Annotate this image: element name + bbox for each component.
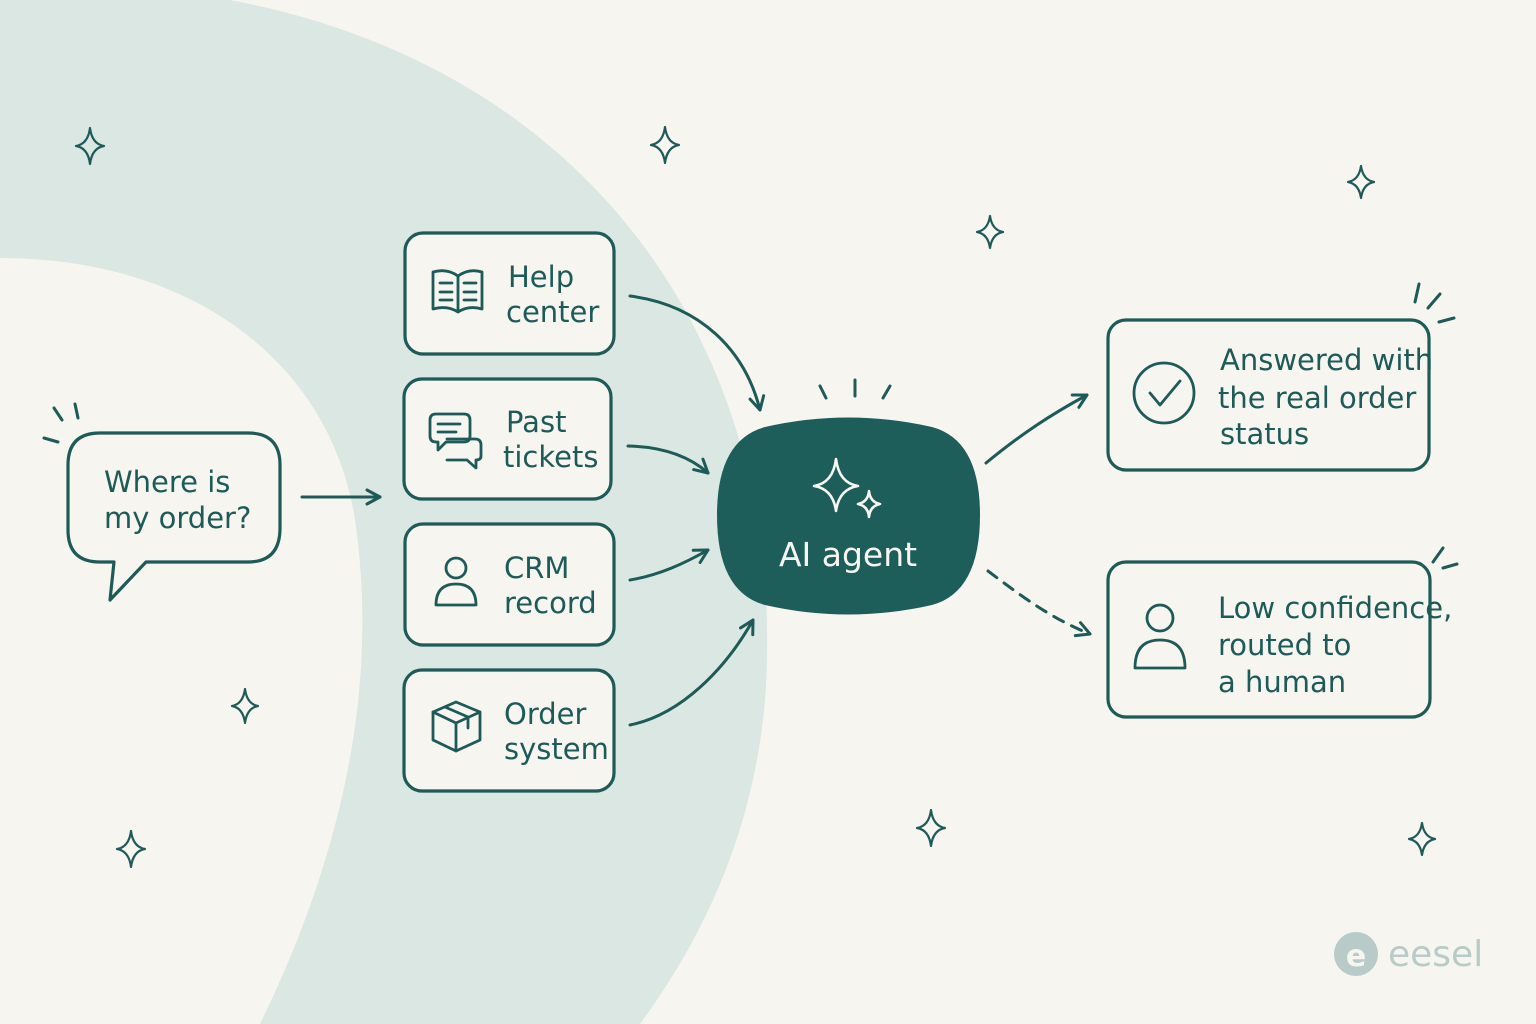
sparkle-icon <box>1407 821 1437 857</box>
question-bubble: Where is my order? <box>42 402 282 602</box>
source-box <box>403 231 616 356</box>
source-crm-record: CRM record <box>403 522 616 647</box>
arrow-order-system-to-agent <box>628 618 755 727</box>
source-box <box>402 668 616 793</box>
source-label-line-2: record <box>504 586 597 620</box>
outcome-routed-to-human: Low confidence, routed to a human <box>1106 546 1459 719</box>
arrow-past-tickets-to-agent <box>626 444 710 475</box>
eesel-logo-mark <box>1334 932 1378 976</box>
source-label-line-1: Past <box>506 405 566 439</box>
arrow-agent-to-answered <box>984 393 1089 465</box>
sparkle-icon <box>975 214 1005 250</box>
sparkle-decorations <box>74 125 1437 869</box>
sparkle-icon <box>812 457 882 519</box>
eesel-logo-letter: e <box>1346 939 1366 974</box>
outcome-connectors <box>984 393 1092 638</box>
source-label-line-2: system <box>504 732 609 766</box>
source-box <box>402 377 613 501</box>
outcome-box <box>1106 318 1431 472</box>
question-line-2: my order? <box>104 501 251 535</box>
ai-agent-node: AI agent <box>717 378 980 615</box>
outcome-line: Low confidence, <box>1218 591 1452 625</box>
source-connectors <box>626 294 766 727</box>
outcome-line: the real order <box>1218 381 1416 415</box>
agent-label: AI agent <box>779 535 917 574</box>
sparkle-icon <box>230 687 260 725</box>
source-past-tickets: Past tickets <box>402 377 613 501</box>
source-label-line-1: Help <box>508 260 574 294</box>
source-order-system: Order system <box>402 668 616 793</box>
speech-bubble-shape <box>66 431 282 602</box>
question-line-1: Where is <box>104 465 230 499</box>
source-label-line-1: Order <box>504 697 586 731</box>
outcome-box <box>1106 560 1432 719</box>
emphasis-marks <box>818 378 892 400</box>
sparkle-icon <box>74 126 106 166</box>
sparkle-icon <box>649 125 681 165</box>
outcome-answered: Answered with the real order status <box>1106 282 1456 472</box>
source-label-line-2: tickets <box>503 440 598 474</box>
emphasis-marks <box>42 402 80 444</box>
sparkle-icon <box>915 808 947 848</box>
book-icon <box>431 269 484 314</box>
check-circle-icon <box>1132 361 1196 425</box>
eesel-wordmark: eesel <box>1388 934 1483 975</box>
outcome-line: status <box>1220 417 1309 451</box>
arrow-help-center-to-agent <box>628 294 766 412</box>
eesel-logo: e eesel <box>1334 932 1483 976</box>
source-box <box>403 522 616 647</box>
agent-shape <box>717 417 980 615</box>
person-icon <box>434 556 478 607</box>
sparkle-icon <box>1346 164 1376 200</box>
outcome-line: a human <box>1218 665 1346 699</box>
person-icon <box>1133 603 1187 670</box>
outcome-line: Answered with <box>1220 343 1433 377</box>
source-label-line-2: center <box>506 295 599 329</box>
arrow-agent-to-human <box>986 569 1092 638</box>
source-label-line-1: CRM <box>504 551 569 585</box>
box-icon <box>431 700 482 753</box>
sparkle-icon <box>115 829 147 869</box>
chat-bubbles-icon <box>428 412 483 470</box>
emphasis-marks <box>1413 282 1456 324</box>
arrow-crm-record-to-agent <box>628 548 710 582</box>
outcome-line: routed to <box>1218 628 1351 662</box>
emphasis-marks <box>1431 546 1459 570</box>
source-help-center: Help center <box>403 231 616 356</box>
